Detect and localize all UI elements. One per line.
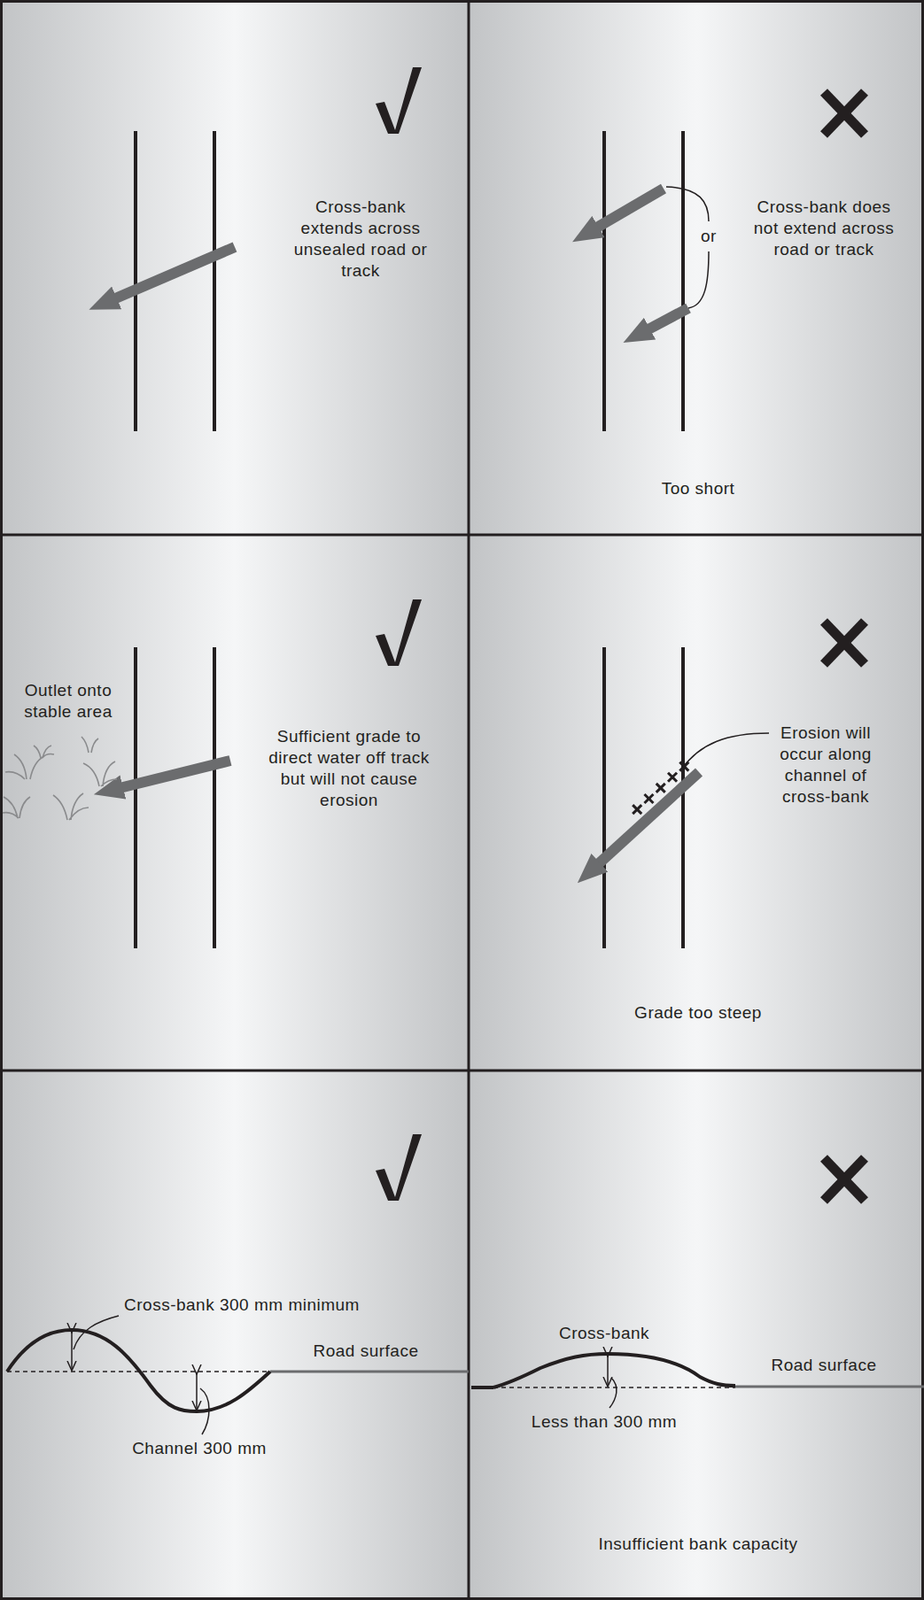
- erosion-mark: [644, 794, 653, 804]
- label-text: Erosion will occur along channel of cros…: [766, 722, 886, 808]
- erosion-mark: [632, 805, 642, 815]
- label-text: Outlet onto stable area: [13, 680, 124, 723]
- label-text: Road surface: [770, 1355, 877, 1377]
- label-text: Insufficient bank capacity: [598, 1534, 799, 1556]
- erosion-mark: [632, 805, 642, 815]
- label-text: Cross-bank 300 mm minimum: [124, 1295, 360, 1317]
- grass-symbol: [2, 737, 117, 821]
- label-text: Cross-bank does not extend across road o…: [753, 196, 895, 261]
- label-text: Cross-bank: [559, 1323, 650, 1345]
- cross-bank-arrow: [113, 188, 699, 866]
- label-text: Channel 300 mm: [132, 1438, 267, 1460]
- erosion-mark: [656, 784, 666, 793]
- erosion-mark: [667, 773, 677, 783]
- label-text: or: [700, 225, 717, 248]
- erosion-mark: [632, 762, 689, 816]
- erosion-mark: [656, 784, 666, 793]
- bank-profile: [7, 1316, 469, 1436]
- erosion-mark: [667, 773, 677, 783]
- label-text: Cross-bank extends across unsealed road …: [289, 196, 432, 282]
- bank-profile: [471, 1354, 924, 1409]
- label-text: Grade too steep: [634, 1002, 762, 1025]
- bracket: [666, 186, 709, 309]
- erosion-mark: [644, 794, 653, 804]
- leader-line: [682, 733, 769, 769]
- label-text: Road surface: [312, 1341, 419, 1363]
- label-text: Sufficient grade to direct water off tra…: [262, 726, 436, 812]
- label-text: Too short: [661, 478, 736, 500]
- label-text: Less than 300 mm: [531, 1412, 677, 1434]
